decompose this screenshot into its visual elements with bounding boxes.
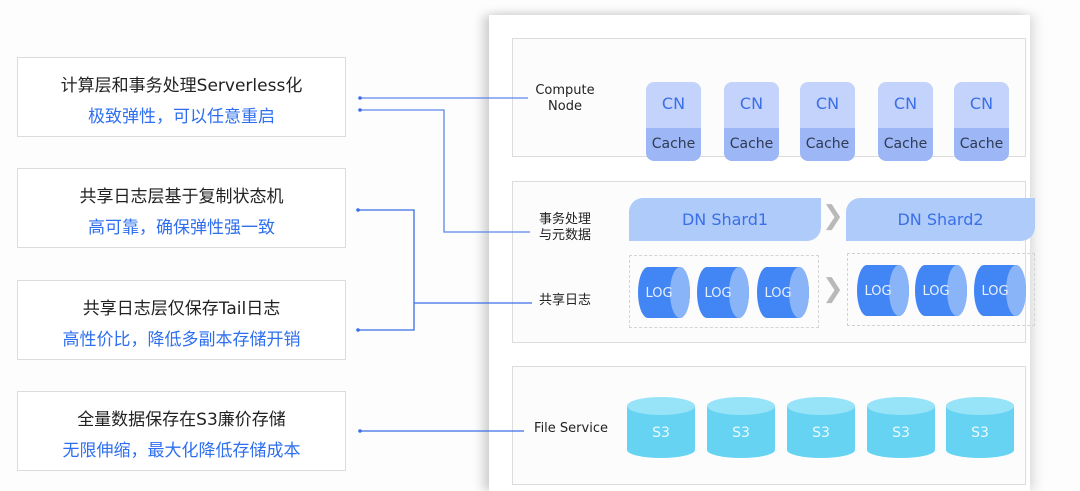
cache-label: Cache (800, 128, 855, 161)
log-group-2: LOG LOG LOG (847, 253, 1035, 326)
connector-dot (356, 328, 360, 332)
architecture-panel: Compute Node CN Cache CN Cache CN Cache … (489, 15, 1035, 491)
s3-label: S3 (652, 425, 670, 441)
cache-label: Cache (646, 128, 701, 161)
compute-node: CN Cache (878, 82, 933, 161)
feature-title: 共享日志层仅保存Tail日志 (82, 299, 281, 319)
feature-card-tail-log: 共享日志层仅保存Tail日志 高性价比，降低多副本存储开销 (17, 280, 346, 360)
s3-label: S3 (971, 425, 989, 441)
connector-dot (358, 108, 362, 112)
cn-label: CN (969, 94, 994, 113)
log-label: LOG (645, 286, 672, 301)
cache-label: Cache (724, 128, 779, 161)
feature-title: 计算层和事务处理Serverless化 (60, 76, 303, 96)
shared-log-label: 共享日志 (531, 293, 599, 309)
chevron-right-icon: ❯ (822, 201, 844, 231)
log-cylinder: LOG (697, 267, 749, 318)
feature-subtitle: 高可靠，确保弹性强一致 (88, 218, 275, 238)
cn-label: CN (893, 94, 918, 113)
s3-label: S3 (812, 425, 830, 441)
cache-label: Cache (954, 128, 1009, 161)
log-cylinder: LOG (915, 265, 967, 316)
cache-label: Cache (878, 128, 933, 161)
log-cylinder: LOG (638, 267, 690, 318)
log-cylinder: LOG (974, 265, 1026, 316)
connector-dot (358, 429, 362, 433)
feature-title: 全量数据保存在S3廉价存储 (77, 410, 286, 430)
log-label: LOG (704, 286, 731, 301)
label-line: Node (548, 99, 582, 114)
data-layer: 事务处理 与元数据 共享日志 DN Shard1 ❯ DN Shard2 LOG… (512, 181, 1035, 343)
cn-label: CN (739, 94, 764, 113)
log-label: LOG (981, 284, 1008, 299)
label-line: 与元数据 (538, 228, 591, 243)
cn-label: CN (661, 94, 686, 113)
label-line: Compute (535, 83, 595, 98)
compute-node: CN Cache (800, 82, 855, 161)
label-line: 共享日志 (538, 293, 591, 308)
s3-label: S3 (892, 425, 910, 441)
dn-shard-1: DN Shard1 (629, 198, 821, 241)
compute-node: CN Cache (954, 82, 1009, 161)
feature-card-replicated-state-machine: 共享日志层基于复制状态机 高可靠，确保弹性强一致 (17, 168, 346, 248)
compute-node-label: Compute Node (531, 83, 599, 115)
log-label: LOG (922, 284, 949, 299)
storage-layer: File Service S3 S3 S3 S3 S3 (512, 366, 1026, 485)
compute-node: CN Cache (646, 82, 701, 161)
feature-subtitle: 无限伸缩，最大化降低存储成本 (62, 441, 301, 461)
log-label: LOG (864, 284, 891, 299)
cn-label: CN (815, 94, 840, 113)
dn-shard-2: DN Shard2 (846, 198, 1035, 241)
feature-card-serverless: 计算层和事务处理Serverless化 极致弹性，可以任意重启 (17, 57, 346, 137)
log-cylinder: LOG (857, 265, 909, 316)
s3-bucket: S3 (707, 397, 775, 458)
s3-label: S3 (732, 425, 750, 441)
label-line: 事务处理 (538, 212, 591, 227)
file-service-label: File Service (534, 421, 608, 436)
connector-shared-log-branch (358, 209, 415, 331)
feature-card-s3-storage: 全量数据保存在S3廉价存储 无限伸缩，最大化降低存储成本 (17, 391, 346, 471)
feature-subtitle: 高性价比，降低多副本存储开销 (62, 330, 301, 350)
s3-bucket: S3 (627, 397, 695, 458)
s3-bucket: S3 (946, 397, 1014, 458)
log-group-1: LOG LOG LOG (629, 255, 819, 328)
transaction-metadata-label: 事务处理 与元数据 (531, 212, 599, 244)
chevron-right-icon: ❯ (822, 274, 844, 304)
connector-dot (358, 96, 362, 100)
s3-bucket: S3 (867, 397, 935, 458)
log-label: LOG (764, 286, 791, 301)
log-cylinder: LOG (757, 267, 809, 318)
s3-bucket: S3 (787, 397, 855, 458)
compute-node: CN Cache (724, 82, 779, 161)
feature-title: 共享日志层基于复制状态机 (79, 187, 284, 207)
feature-subtitle: 极致弹性，可以任意重启 (88, 107, 275, 127)
compute-layer: Compute Node CN Cache CN Cache CN Cache … (512, 38, 1026, 161)
connector-dot (356, 208, 360, 212)
